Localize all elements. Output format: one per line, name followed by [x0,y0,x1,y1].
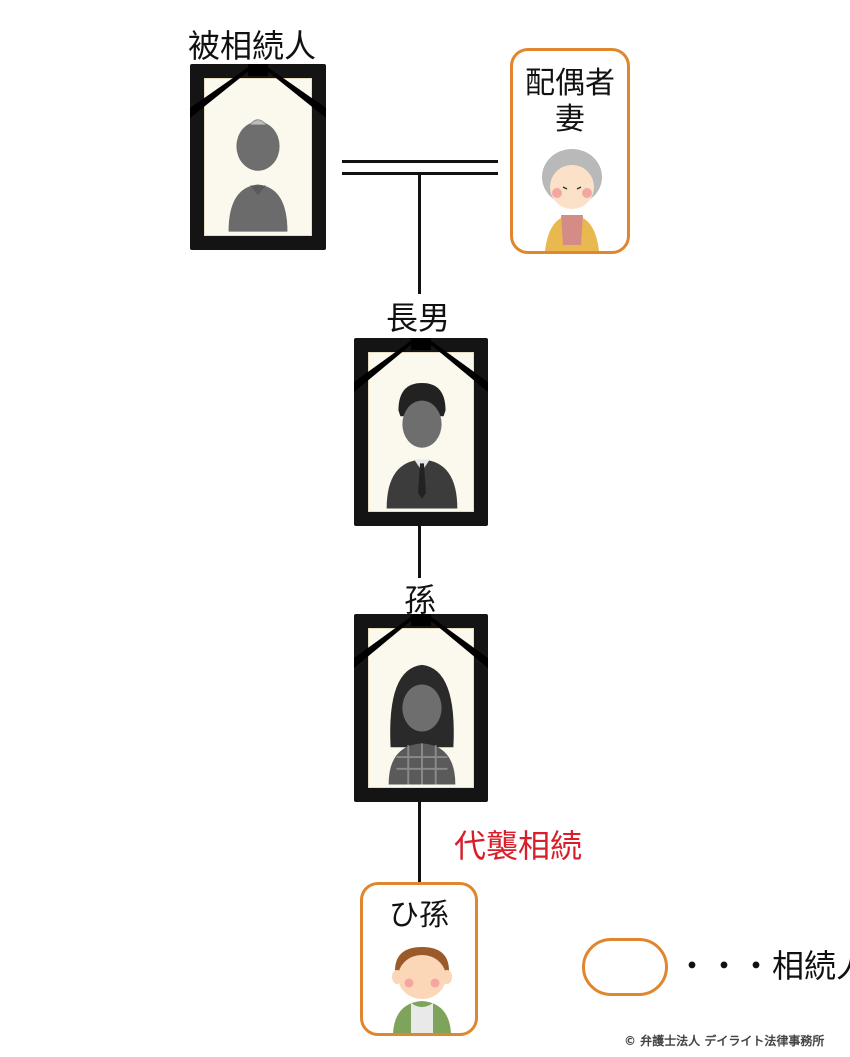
elderly-man-silhouette-icon [228,119,288,232]
eldest-son-memorial-portrait [354,338,488,526]
woman-silhouette-icon [388,664,456,785]
descent-line-son [418,174,421,294]
decedent-label: 被相続人 [188,27,317,65]
legend-heir-swatch [582,938,668,996]
eldest-son-label: 長男 [386,299,451,337]
spouse-label-line2: 妻 [555,102,585,137]
descent-line-great-grandchild [418,802,421,886]
great-grandchild-label: ひ孫 [389,898,449,933]
man-in-suit-silhouette-icon [386,382,458,509]
grandchild-label: 孫 [404,581,437,619]
substitute-inheritance-label: 代襲相続 [454,827,583,865]
copyright-notice: © 弁護士法人 デイライト法律事務所 [624,1034,825,1048]
grandchild-memorial-portrait [354,614,488,802]
great-grandchild-heir-box: ひ孫 [360,882,478,1036]
legend-label: ・・・相続人 [676,947,850,985]
child-icon [392,947,452,1033]
descent-line-grandchild [418,526,421,578]
spouse-heir-box: 配偶者 妻 [510,48,630,254]
marriage-line-top [342,160,498,163]
decedent-memorial-portrait [190,64,326,250]
elderly-woman-icon [542,149,602,251]
marriage-line-bottom [342,172,498,175]
spouse-label-line1: 配偶者 [525,66,615,101]
